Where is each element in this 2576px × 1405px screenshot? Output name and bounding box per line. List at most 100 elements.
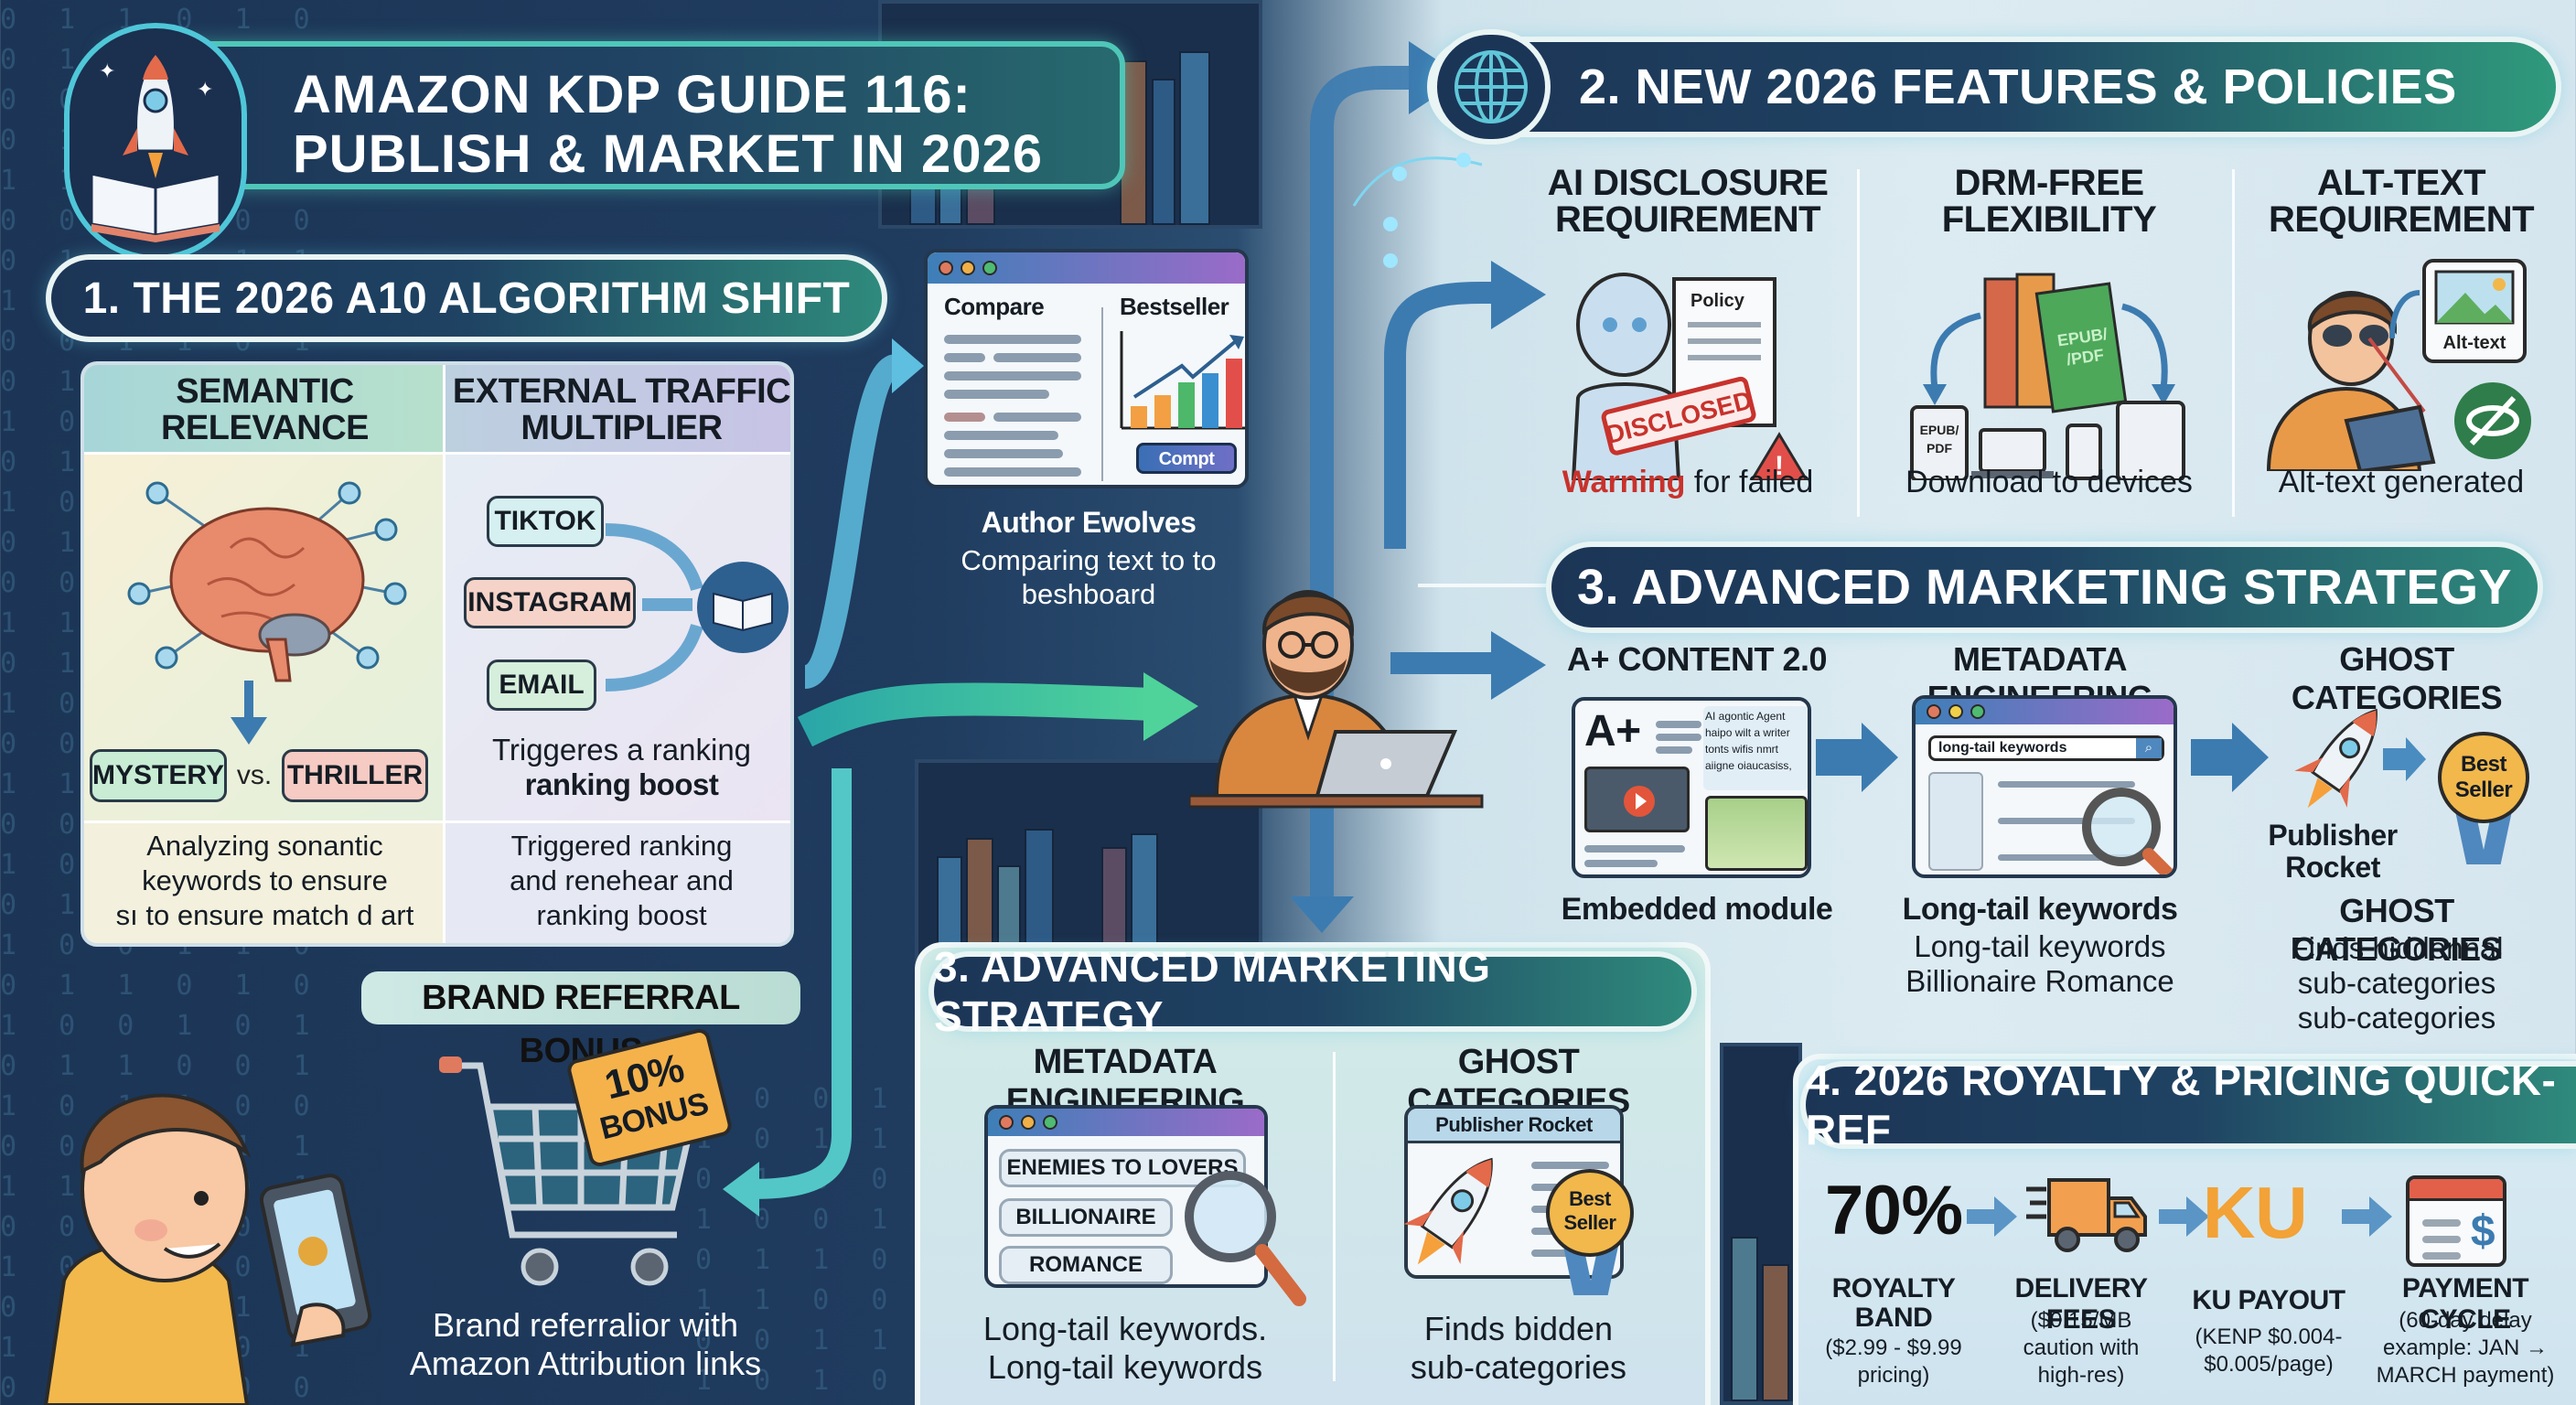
warning-rest: for failed [1685, 465, 1814, 499]
alt-text-title-1: ALT-TEXT [2316, 163, 2486, 203]
rocket-book-icon: ✦ ✦ [90, 52, 221, 242]
section1-header-text: 1. THE 2026 A10 ALGORITHM SHIFT [82, 273, 851, 323]
metadata-caption-bold: Long-tail keywords [1902, 892, 2178, 927]
ai-disclosure-caption: Warning for failed [1519, 465, 1857, 500]
title-line-1: AMAZON KDP GUIDE 116: [293, 65, 971, 124]
drm-caption: Download to devices [1905, 465, 2193, 499]
semantic-caption-3: sı to ensure match d art [115, 899, 414, 931]
section2-divider-1 [1857, 169, 1860, 517]
alt-text-caption: Alt-text generated [2278, 465, 2525, 499]
ghost-title: GHOST CATEGORIES [2291, 640, 2503, 716]
aplus-module-window: A+ AI agontic Agent haipo wilt a writer … [1572, 697, 1811, 878]
center-ghost-caption-2: sub-categories [1410, 1348, 1627, 1386]
drm-title-2: FLEXIBILITY [1941, 199, 2157, 240]
robot-disclosed-illustration: Policy AI DISCLOSED ! [1571, 273, 1809, 480]
center-ghost-caption-1: Finds bidden [1423, 1310, 1614, 1347]
keyword-search-value: long-tail keywords [1938, 740, 2067, 756]
referral-caption-1: Brand referralior with [432, 1306, 739, 1344]
medal-line-1: Best [2460, 752, 2507, 777]
delivery-detail-1: ($0.15/MB [2030, 1308, 2132, 1333]
bestseller-medal: Best Seller [2433, 732, 2534, 869]
metadata-search-window: long-tail keywords ⌕ [1912, 695, 2177, 878]
semantic-caption-1: Analyzing sonantic [146, 830, 383, 862]
aplus-blurb-1: AI agontic Agent [1705, 710, 1786, 723]
globe-badge [1432, 29, 1551, 145]
globe-icon [1454, 50, 1528, 123]
section3-center-header-text: 3. ADVANCED MARKETING STRATEGY [934, 943, 1491, 1040]
metadata-caption-2: Billionaire Romance [1905, 964, 2174, 998]
keyword-chip-3[interactable]: ROMANCE [999, 1246, 1173, 1284]
section3-right-header: 3. ADVANCED MARKETING STRATEGY [1546, 542, 2543, 633]
bookshelf-lower-right [1720, 1043, 1802, 1405]
author-caption-2: beshboard [1021, 578, 1156, 610]
ghost-caption-1: Finds hiddennal [2290, 931, 2504, 965]
svg-text:✦: ✦ [99, 59, 115, 82]
ai-disclosure-title-1: AI DISCLOSURE [1547, 163, 1829, 203]
ku-payout-detail-2: $0.005/page) [2204, 1352, 2334, 1377]
aplus-title: A+ CONTENT 2.0 [1566, 640, 1828, 678]
woman-photo [1705, 796, 1808, 871]
section2-header: 2. NEW 2026 FEATURES & POLICIES [1427, 37, 2561, 137]
boy-with-phone-illustration [43, 1093, 372, 1405]
ghost-caption-bold: GHOST CATEGORIES [2291, 892, 2503, 968]
warning-word: Warning [1562, 465, 1686, 499]
svg-text:EPUB/: EPUB/ [1920, 423, 1959, 437]
source-tiktok: TIKTOK [487, 496, 604, 547]
delivery-detail-2: caution with [2023, 1335, 2140, 1360]
svg-text:PDF: PDF [1927, 441, 1952, 456]
section4-header: 4. 2026 ROYALTY & PRICING QUICK-REF [1800, 1056, 2576, 1153]
semantic-title-2: RELEVANCE [160, 409, 370, 447]
keyword-search-input[interactable]: long-tail keywords ⌕ [1928, 735, 2164, 761]
drm-title-1: DRM-FREE [1954, 163, 2144, 203]
title-line-2: PUBLISH & MARKET IN 2026 [293, 124, 1044, 184]
center-rocket-icon [1403, 1157, 1493, 1265]
video-thumbnail[interactable] [1584, 767, 1690, 832]
source-instagram: INSTAGRAM [464, 577, 636, 628]
compare-window: Compare Bestseller Compt [924, 249, 1249, 488]
ku-payout-detail-1: (KENP $0.004- [2195, 1325, 2343, 1349]
section3-right-header-text: 3. ADVANCED MARKETING STRATEGY [1576, 560, 2513, 615]
external-caption-3: ranking boost [536, 899, 707, 931]
publisher-rocket-1: Publisher [2268, 819, 2398, 852]
aplus-blurb-2: haipo wilt a writer [1705, 726, 1790, 739]
search-icon[interactable]: ⌕ [2136, 738, 2162, 758]
section2-divider-2 [2232, 169, 2235, 517]
center-bestseller-medal: Best Seller [1546, 1169, 1637, 1297]
royalty-70-icon: 70% [1825, 1172, 1963, 1249]
bestseller-bar-chart [1120, 331, 1245, 430]
section2-header-text: 2. NEW 2026 FEATURES & POLICIES [1579, 59, 2457, 114]
keyword-magnifier-icon [1185, 1171, 1306, 1306]
brand-referral-label: BRAND REFERRAL BONUS [361, 971, 800, 1070]
boost-line-1: Triggeres a ranking [491, 733, 752, 767]
external-caption-1: Triggered ranking [510, 830, 733, 862]
payment-cycle-detail-1: (60-day delay [2399, 1308, 2532, 1333]
author-caption-1: Comparing text to to [961, 544, 1217, 576]
payment-cycle-detail-2: example: JAN → [2382, 1335, 2549, 1360]
down-arrow-icon [231, 681, 267, 745]
logo-badge: ✦ ✦ [64, 23, 247, 261]
delivery-truck-icon [2026, 1178, 2147, 1252]
center-metadata-caption-1: Long-tail keywords. [982, 1310, 1268, 1347]
medal-line-2: Seller [2454, 778, 2513, 802]
brain-network-icon [127, 481, 407, 682]
delivery-title: DELIVERY FEES [2014, 1273, 2148, 1335]
aplus-badge: A+ [1584, 707, 1641, 756]
tag-mystery: MYSTERY [90, 749, 227, 802]
author-caption-title: Author Ewolves [981, 506, 1197, 539]
royalty-title-1: ROYALTY [1831, 1273, 1956, 1303]
compt-button[interactable]: Compt [1136, 443, 1237, 474]
keyword-chip-2[interactable]: BILLIONAIRE [999, 1198, 1173, 1237]
ghost-caption-3: sub-categories [2297, 1001, 2496, 1035]
semantic-caption-2: keywords to ensure [142, 864, 388, 896]
compare-title: Compare [944, 293, 1045, 320]
source-email: EMAIL [487, 660, 596, 711]
svg-text:✦: ✦ [197, 78, 213, 101]
external-title-2: MULTIPLIER [521, 409, 723, 447]
author-at-laptop-illustration [1189, 590, 1484, 809]
magnifier-icon [2082, 788, 2174, 874]
tag-thriller: THRILLER [282, 749, 428, 802]
section4-header-text: 4. 2026 ROYALTY & PRICING QUICK-REF [1806, 1056, 2557, 1153]
svg-text:Alt-text: Alt-text [2443, 333, 2506, 353]
bestseller-title: Bestseller [1120, 293, 1229, 320]
